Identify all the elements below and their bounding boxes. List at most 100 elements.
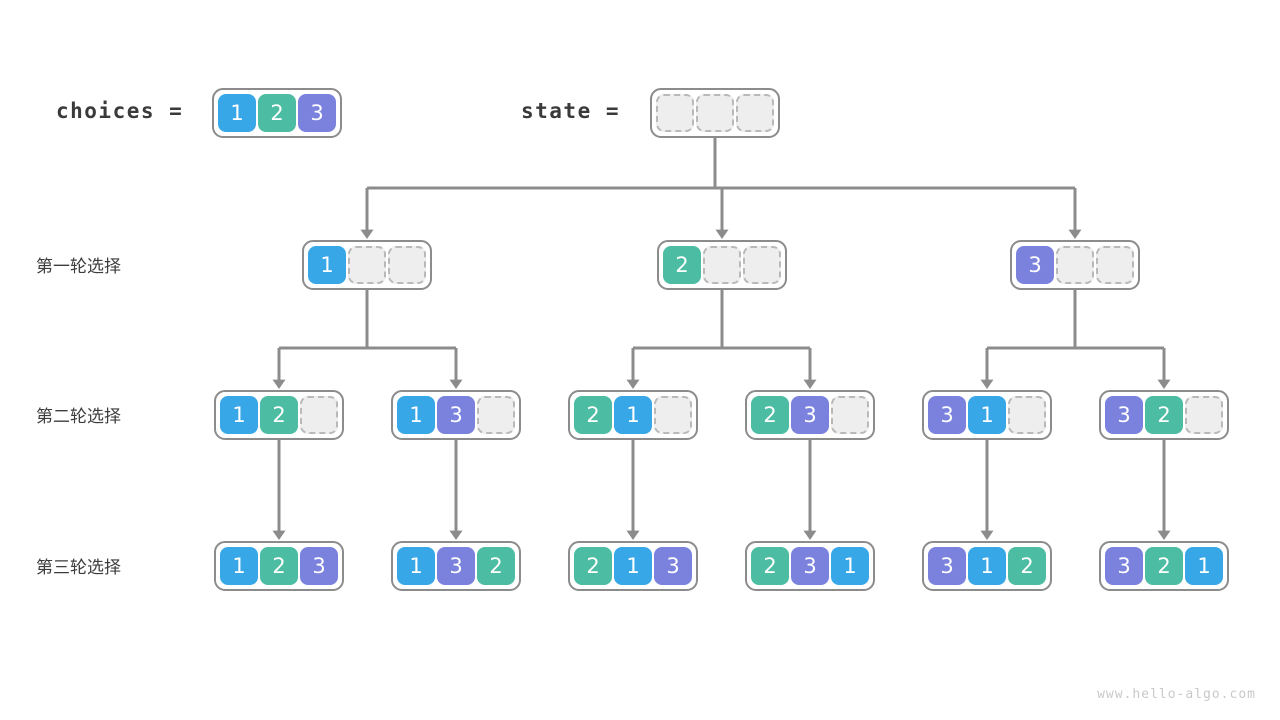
array-cell-empty <box>743 246 781 284</box>
array-cell-empty <box>348 246 386 284</box>
state-array-box <box>650 88 780 138</box>
array-cell-value: 2 <box>1008 547 1046 585</box>
connector-arrowhead <box>272 379 286 389</box>
array-cell-value: 3 <box>791 396 829 434</box>
array-cell-empty <box>654 396 692 434</box>
array-cell-value: 2 <box>260 547 298 585</box>
array-cell-empty <box>300 396 338 434</box>
array-cell-empty <box>477 396 515 434</box>
connector-arrowhead <box>626 530 640 540</box>
array-cell-empty <box>831 396 869 434</box>
row-label-round1: 第一轮选择 <box>36 257 121 277</box>
array-cell-value: 3 <box>791 547 829 585</box>
array-cell-value: 1 <box>614 396 652 434</box>
array-cell-value: 1 <box>218 94 256 132</box>
array-cell-empty <box>736 94 774 132</box>
array-cell-value: 2 <box>258 94 296 132</box>
connector-arrowhead <box>449 530 463 540</box>
array-cell-empty <box>1185 396 1223 434</box>
state-array <box>650 88 780 138</box>
array-cell-value: 2 <box>663 246 701 284</box>
array-cell-value: 3 <box>928 547 966 585</box>
array-cell-empty <box>1056 246 1094 284</box>
connector-arrowhead <box>803 379 817 389</box>
connector-arrowhead <box>803 530 817 540</box>
array-cell-value: 3 <box>1105 547 1143 585</box>
level1-node-box: 1 <box>302 240 432 290</box>
array-cell-value: 3 <box>1016 246 1054 284</box>
array-cell-value: 2 <box>260 396 298 434</box>
array-cell-value: 1 <box>1185 547 1223 585</box>
row-label-round2: 第二轮选择 <box>36 407 121 427</box>
level1-node-box: 2 <box>657 240 787 290</box>
array-cell-value: 2 <box>751 396 789 434</box>
connector-arrowhead <box>1157 530 1171 540</box>
array-cell-value: 3 <box>654 547 692 585</box>
array-cell-value: 1 <box>968 547 1006 585</box>
array-cell-value: 1 <box>220 547 258 585</box>
connector-arrowhead <box>272 530 286 540</box>
level1-node: 2 <box>657 240 787 290</box>
choices-label: choices = <box>56 99 184 123</box>
array-cell-value: 2 <box>574 547 612 585</box>
array-cell-value: 1 <box>397 547 435 585</box>
watermark: www.hello-algo.com <box>1097 687 1256 702</box>
array-cell-value: 1 <box>308 246 346 284</box>
level1-node: 3 <box>1010 240 1140 290</box>
state-label: state = <box>521 99 621 123</box>
connector-arrowhead <box>449 379 463 389</box>
array-cell-value: 3 <box>300 547 338 585</box>
array-cell-value: 3 <box>437 547 475 585</box>
connector-arrowhead <box>980 379 994 389</box>
array-cell-value: 2 <box>1145 396 1183 434</box>
connector-arrowhead <box>1068 229 1082 239</box>
array-cell-empty <box>1008 396 1046 434</box>
array-cell-value: 1 <box>968 396 1006 434</box>
array-cell-value: 3 <box>1105 396 1143 434</box>
array-cell-empty <box>703 246 741 284</box>
connector-arrowhead <box>626 379 640 389</box>
array-cell-value: 1 <box>220 396 258 434</box>
array-cell-value: 2 <box>1145 547 1183 585</box>
array-cell-value: 3 <box>437 396 475 434</box>
level1-node: 1 <box>302 240 432 290</box>
array-cell-value: 3 <box>928 396 966 434</box>
array-cell-value: 1 <box>397 396 435 434</box>
array-cell-value: 1 <box>831 547 869 585</box>
array-cell-empty <box>1096 246 1134 284</box>
array-cell-value: 1 <box>614 547 652 585</box>
connector-arrowhead <box>1157 379 1171 389</box>
row-label-round3: 第三轮选择 <box>36 558 121 578</box>
array-cell-value: 3 <box>298 94 336 132</box>
connector-arrowhead <box>715 229 729 239</box>
array-cell-value: 2 <box>574 396 612 434</box>
array-cell-value: 2 <box>751 547 789 585</box>
array-cell-empty <box>656 94 694 132</box>
